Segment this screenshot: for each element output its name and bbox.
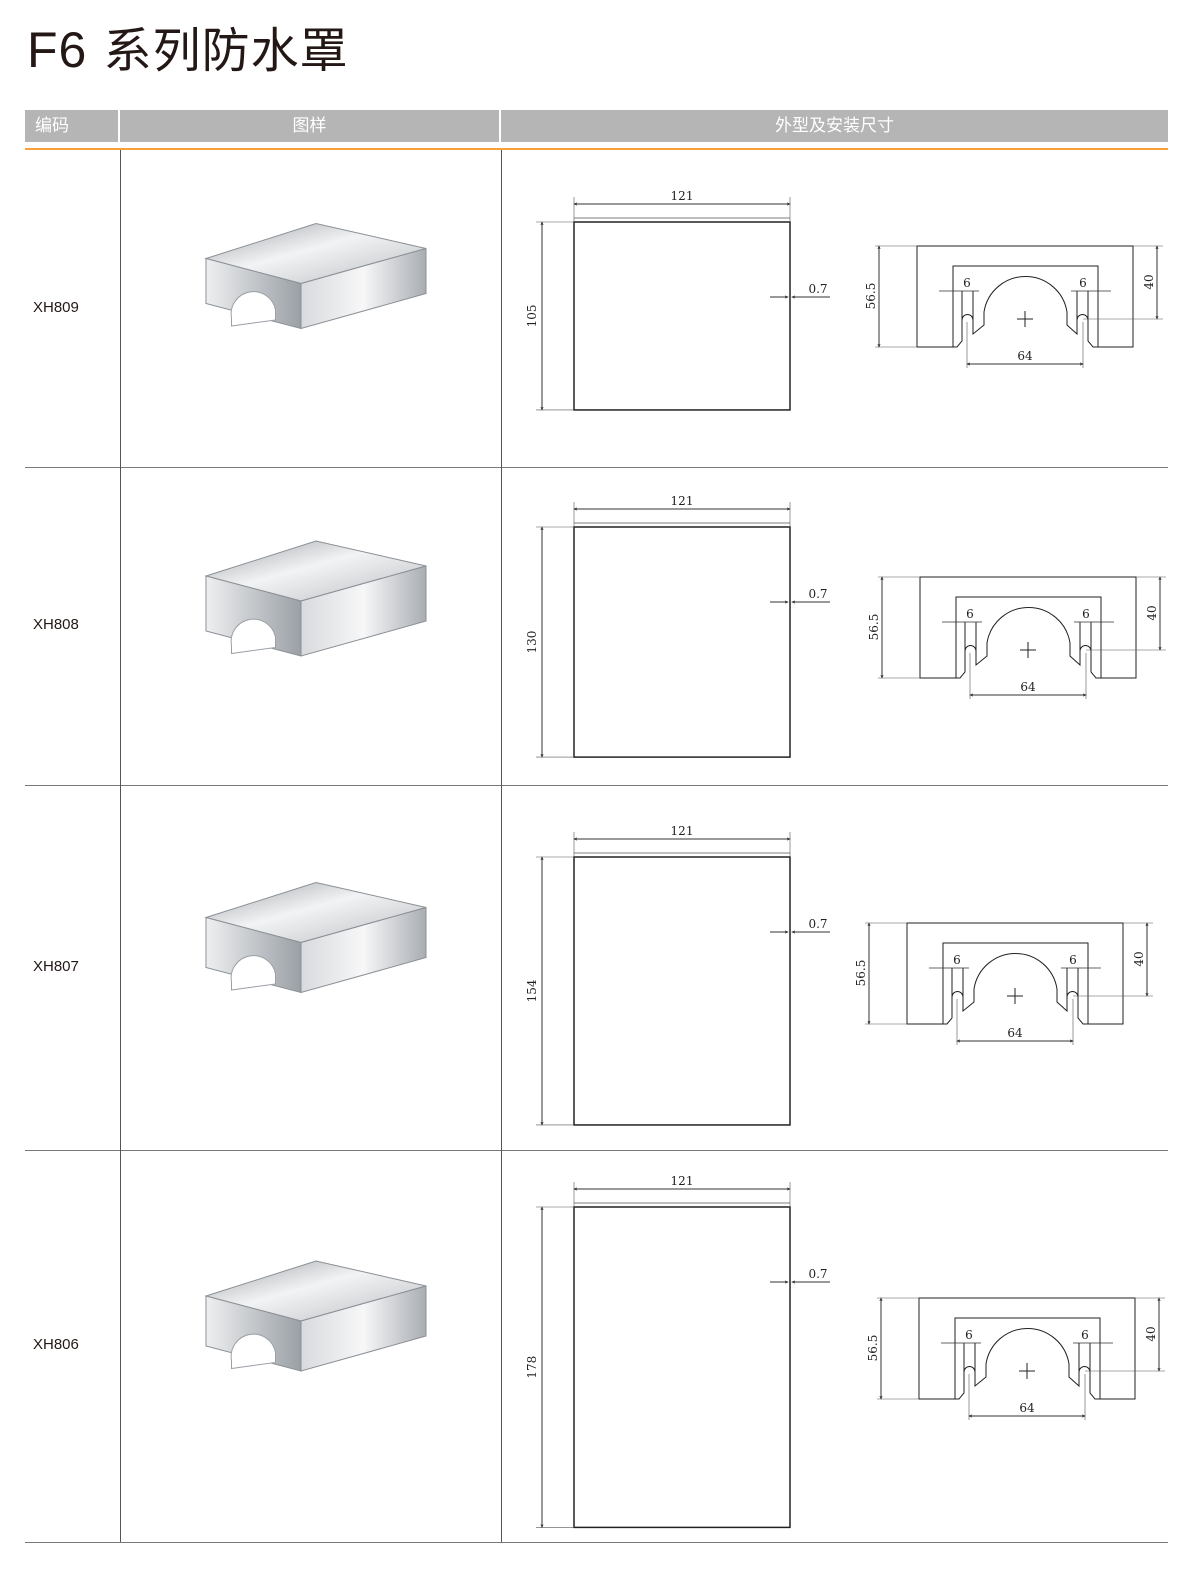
- height-dimension: 130: [525, 631, 539, 654]
- height-dimension: 154: [525, 979, 539, 1002]
- slot-spacing-dimension: 64: [1017, 349, 1033, 363]
- width-dimension: 121: [671, 1174, 694, 1188]
- side-height-dimension: 56.5: [866, 1335, 880, 1362]
- width-dimension: 121: [671, 494, 694, 508]
- slot-width-right-dimension: 6: [1082, 607, 1090, 621]
- header-image: 图样: [120, 110, 501, 142]
- slot-width-left-dimension: 6: [965, 1328, 973, 1342]
- column-divider: [501, 150, 502, 467]
- side-view: 56.5 40 6 6 64: [854, 923, 1153, 1045]
- thickness-dimension: 0.7: [808, 587, 827, 601]
- slot-width-left-dimension: 6: [966, 607, 974, 621]
- inner-height-dimension: 40: [1145, 605, 1159, 620]
- thickness-dimension: 0.7: [808, 917, 827, 931]
- product-code: XH808: [33, 616, 79, 633]
- front-view: 121 130 0.7: [525, 494, 830, 757]
- slot-width-right-dimension: 6: [1069, 953, 1077, 967]
- slot-width-right-dimension: 6: [1081, 1328, 1089, 1342]
- column-divider: [501, 785, 502, 1150]
- slot-spacing-dimension: 64: [1007, 1026, 1023, 1040]
- dimension-drawing: 121 154 0.7 56.5 40 6 6 64: [502, 785, 1168, 1150]
- slot-width-right-dimension: 6: [1079, 276, 1087, 290]
- side-view: 56.5 40 6 6 64: [864, 246, 1163, 368]
- cover-box-image: [204, 881, 427, 994]
- table-row: XH806 121 178 0.7 56.5 40 6 6 64: [25, 1150, 1168, 1543]
- column-divider: [501, 467, 502, 785]
- inner-height-dimension: 40: [1132, 951, 1146, 966]
- cover-box-image: [204, 540, 427, 657]
- series-code: F6: [27, 22, 88, 78]
- side-height-dimension: 56.5: [854, 960, 868, 987]
- technical-drawing: 121 130 0.7 56.5 40 6 6 64: [525, 494, 1166, 785]
- column-divider: [120, 467, 121, 785]
- header-divider: [25, 148, 1168, 150]
- cover-box-image: [204, 1260, 427, 1372]
- series-name: 系列防水罩: [103, 23, 349, 79]
- product-code: XH806: [33, 1336, 79, 1353]
- column-divider: [501, 1150, 502, 1542]
- header-code: 编码: [25, 110, 120, 142]
- technical-drawing: 121 154 0.7 56.5 40 6 6 64: [525, 824, 1153, 1150]
- page-title: F6 系列防水罩: [27, 22, 349, 79]
- column-divider: [120, 1150, 121, 1542]
- front-view: 121 105 0.7: [525, 189, 830, 410]
- side-height-dimension: 56.5: [864, 283, 878, 310]
- slot-spacing-dimension: 64: [1020, 680, 1036, 694]
- side-view: 56.5 40 6 6 64: [866, 1298, 1165, 1420]
- technical-drawing: 121 178 0.7 56.5 40 6 6 64: [525, 1174, 1165, 1542]
- side-view: 56.5 40 6 6 64: [867, 577, 1166, 699]
- header-dimensions: 外型及安装尺寸: [775, 116, 894, 136]
- side-height-dimension: 56.5: [867, 614, 881, 641]
- inner-height-dimension: 40: [1142, 274, 1156, 289]
- dimension-drawing: 121 130 0.7 56.5 40 6 6 64: [502, 467, 1168, 785]
- thickness-dimension: 0.7: [808, 282, 827, 296]
- dimension-drawing: 121 178 0.7 56.5 40 6 6 64: [502, 1150, 1168, 1542]
- product-photo: [121, 1150, 501, 1542]
- column-divider: [120, 150, 121, 467]
- column-divider: [120, 785, 121, 1150]
- product-photo: [121, 150, 501, 467]
- product-photo: [121, 467, 501, 785]
- width-dimension: 121: [671, 824, 694, 838]
- table-row: XH807 121 154 0.7 56.5 40 6 6 64: [25, 785, 1168, 1151]
- slot-spacing-dimension: 64: [1019, 1401, 1035, 1415]
- table-header: 编码 图样 外型及安装尺寸: [25, 110, 1168, 142]
- dimension-drawing: 121 105 0.7 56.5 40 6 6 64: [502, 150, 1168, 467]
- inner-height-dimension: 40: [1144, 1326, 1158, 1341]
- thickness-dimension: 0.7: [808, 1267, 827, 1281]
- height-dimension: 178: [525, 1356, 539, 1379]
- product-code: XH809: [33, 298, 79, 316]
- product-code: XH807: [33, 957, 79, 975]
- slot-width-left-dimension: 6: [963, 276, 971, 290]
- width-dimension: 121: [671, 189, 694, 203]
- slot-width-left-dimension: 6: [953, 953, 961, 967]
- table-row: XH809 121 105 0.7 56.5 40 6 6 64: [25, 150, 1168, 468]
- front-view: 121 154 0.7: [525, 824, 830, 1125]
- technical-drawing: 121 105 0.7 56.5 40 6 6 64: [525, 189, 1163, 467]
- height-dimension: 105: [525, 305, 539, 328]
- table-row: XH808 121 130 0.7 56.5 40 6 6 64: [25, 467, 1168, 786]
- front-view: 121 178 0.7: [525, 1174, 830, 1527]
- product-photo: [121, 785, 501, 1150]
- cover-box-image: [204, 222, 427, 330]
